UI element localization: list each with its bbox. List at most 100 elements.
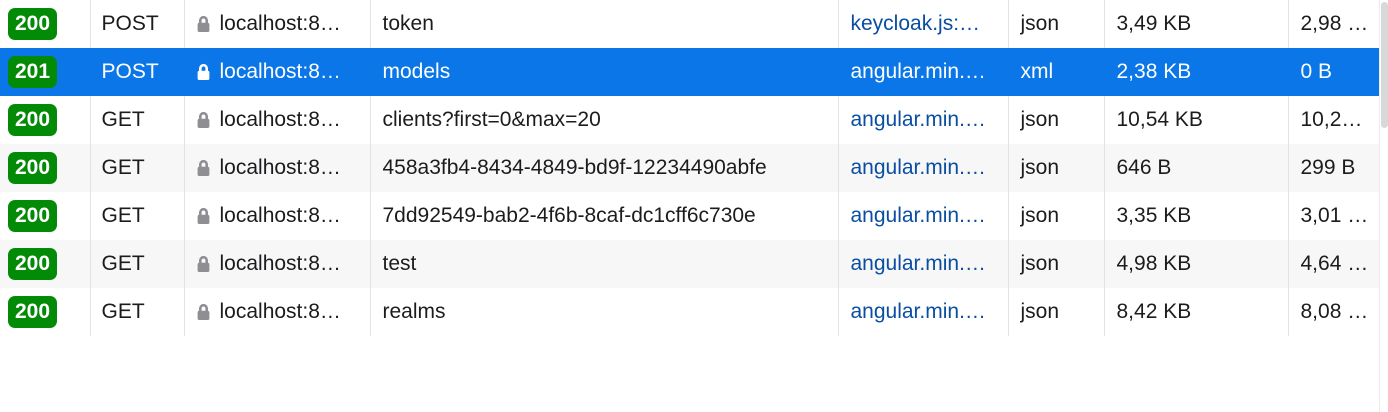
- cell-file: 7dd92549-bab2-4f6b-8caf-dc1cff6c730e: [370, 192, 839, 240]
- table-row[interactable]: 200 GET localhost:8… 7dd92549-bab2-4f6b-8ca…: [0, 192, 1380, 240]
- cell-initiator: angular.min.…: [838, 288, 1009, 336]
- domain-content: localhost:8…: [196, 252, 370, 276]
- cell-status: 200: [0, 96, 91, 144]
- table-row[interactable]: 201 POST localhost:8… models angular.min.… xm…: [0, 48, 1380, 96]
- cell-method: GET: [90, 192, 185, 240]
- cell-status: 200: [0, 0, 91, 48]
- lock-icon: [197, 111, 209, 128]
- cell-method: GET: [90, 144, 185, 192]
- status-badge: 201: [8, 56, 58, 88]
- cell-status: 200: [0, 288, 91, 336]
- cell-type: json: [1008, 144, 1105, 192]
- cell-transferred: 0 B: [1288, 48, 1380, 96]
- cell-status: 200: [0, 192, 91, 240]
- cell-status: 200: [0, 240, 91, 288]
- domain-text: localhost:8…: [219, 60, 341, 83]
- domain-text: localhost:8…: [219, 156, 341, 179]
- cell-size: 2,38 KB: [1104, 48, 1289, 96]
- status-badge: 200: [8, 8, 58, 40]
- cell-method: GET: [90, 288, 185, 336]
- initiator-link[interactable]: angular.min.…: [850, 108, 986, 131]
- vertical-scrollbar[interactable]: [1379, 0, 1388, 412]
- domain-text: localhost:8…: [219, 252, 341, 275]
- cell-type: xml: [1008, 48, 1105, 96]
- vertical-scrollbar-thumb[interactable]: [1381, 2, 1388, 128]
- cell-initiator: angular.min.…: [838, 48, 1009, 96]
- domain-text: localhost:8…: [219, 12, 341, 35]
- table-row[interactable]: 200 GET localhost:8… clients?first=0&max=20…: [0, 96, 1380, 144]
- cell-status: 200: [0, 144, 91, 192]
- domain-content: localhost:8…: [196, 60, 370, 84]
- cell-size: 3,35 KB: [1104, 192, 1289, 240]
- cell-file: models: [370, 48, 839, 96]
- cell-domain: localhost:8…: [184, 96, 371, 144]
- lock-icon: [197, 255, 209, 272]
- initiator-link[interactable]: angular.min.…: [850, 252, 986, 275]
- cell-size: 4,98 KB: [1104, 240, 1289, 288]
- domain-content: localhost:8…: [196, 108, 370, 132]
- cell-type: json: [1008, 288, 1105, 336]
- cell-type: json: [1008, 96, 1105, 144]
- status-badge: 200: [8, 104, 58, 136]
- initiator-link[interactable]: keycloak.js:…: [850, 12, 981, 35]
- status-badge: 200: [8, 248, 58, 280]
- status-badge: 200: [8, 152, 58, 184]
- cell-initiator: angular.min.…: [838, 240, 1009, 288]
- cell-file: token: [370, 0, 839, 48]
- domain-content: localhost:8…: [196, 12, 370, 36]
- cell-transferred: 3,01 …: [1288, 192, 1380, 240]
- domain-content: localhost:8…: [196, 156, 370, 180]
- domain-text: localhost:8…: [219, 108, 341, 131]
- cell-domain: localhost:8…: [184, 288, 371, 336]
- cell-initiator: keycloak.js:…: [838, 0, 1009, 48]
- lock-icon: [197, 15, 209, 32]
- initiator-link[interactable]: angular.min.…: [850, 156, 986, 179]
- cell-initiator: angular.min.…: [838, 192, 1009, 240]
- lock-icon: [197, 207, 209, 224]
- lock-icon: [197, 159, 209, 176]
- cell-file: clients?first=0&max=20: [370, 96, 839, 144]
- cell-domain: localhost:8…: [184, 0, 371, 48]
- domain-text: localhost:8…: [219, 300, 341, 323]
- cell-domain: localhost:8…: [184, 144, 371, 192]
- cell-domain: localhost:8…: [184, 240, 371, 288]
- cell-type: json: [1008, 0, 1105, 48]
- status-badge: 200: [8, 200, 58, 232]
- table-row[interactable]: 200 GET localhost:8… 458a3fb4-8434-4849-bd9…: [0, 144, 1380, 192]
- domain-content: localhost:8…: [196, 300, 370, 324]
- cell-size: 646 B: [1104, 144, 1289, 192]
- cell-domain: localhost:8…: [184, 48, 371, 96]
- cell-method: POST: [90, 0, 185, 48]
- cell-transferred: 10,2…: [1288, 96, 1380, 144]
- initiator-link[interactable]: angular.min.…: [850, 204, 986, 227]
- initiator-link[interactable]: angular.min.…: [850, 300, 986, 323]
- cell-size: 10,54 KB: [1104, 96, 1289, 144]
- cell-domain: localhost:8…: [184, 192, 371, 240]
- cell-method: GET: [90, 96, 185, 144]
- table-row[interactable]: 200 GET localhost:8… realms angular.min.… jso…: [0, 288, 1380, 336]
- table-bottom-edge: [0, 336, 1379, 337]
- cell-transferred: 8,08 …: [1288, 288, 1380, 336]
- cell-transferred: 4,64 …: [1288, 240, 1380, 288]
- table-row[interactable]: 200 POST localhost:8… token keycloak.js:… jso…: [0, 0, 1380, 48]
- cell-file: test: [370, 240, 839, 288]
- cell-initiator: angular.min.…: [838, 96, 1009, 144]
- cell-size: 3,49 KB: [1104, 0, 1289, 48]
- cell-status: 201: [0, 48, 91, 96]
- cell-file: realms: [370, 288, 839, 336]
- cell-size: 8,42 KB: [1104, 288, 1289, 336]
- lock-icon: [197, 63, 209, 80]
- cell-type: json: [1008, 240, 1105, 288]
- cell-transferred: 2,98 …: [1288, 0, 1380, 48]
- cell-type: json: [1008, 192, 1105, 240]
- status-badge: 200: [8, 296, 58, 328]
- cell-initiator: angular.min.…: [838, 144, 1009, 192]
- domain-text: localhost:8…: [219, 204, 341, 227]
- cell-file: 458a3fb4-8434-4849-bd9f-12234490abfe: [370, 144, 839, 192]
- initiator-link[interactable]: angular.min.…: [850, 60, 986, 83]
- cell-method: POST: [90, 48, 185, 96]
